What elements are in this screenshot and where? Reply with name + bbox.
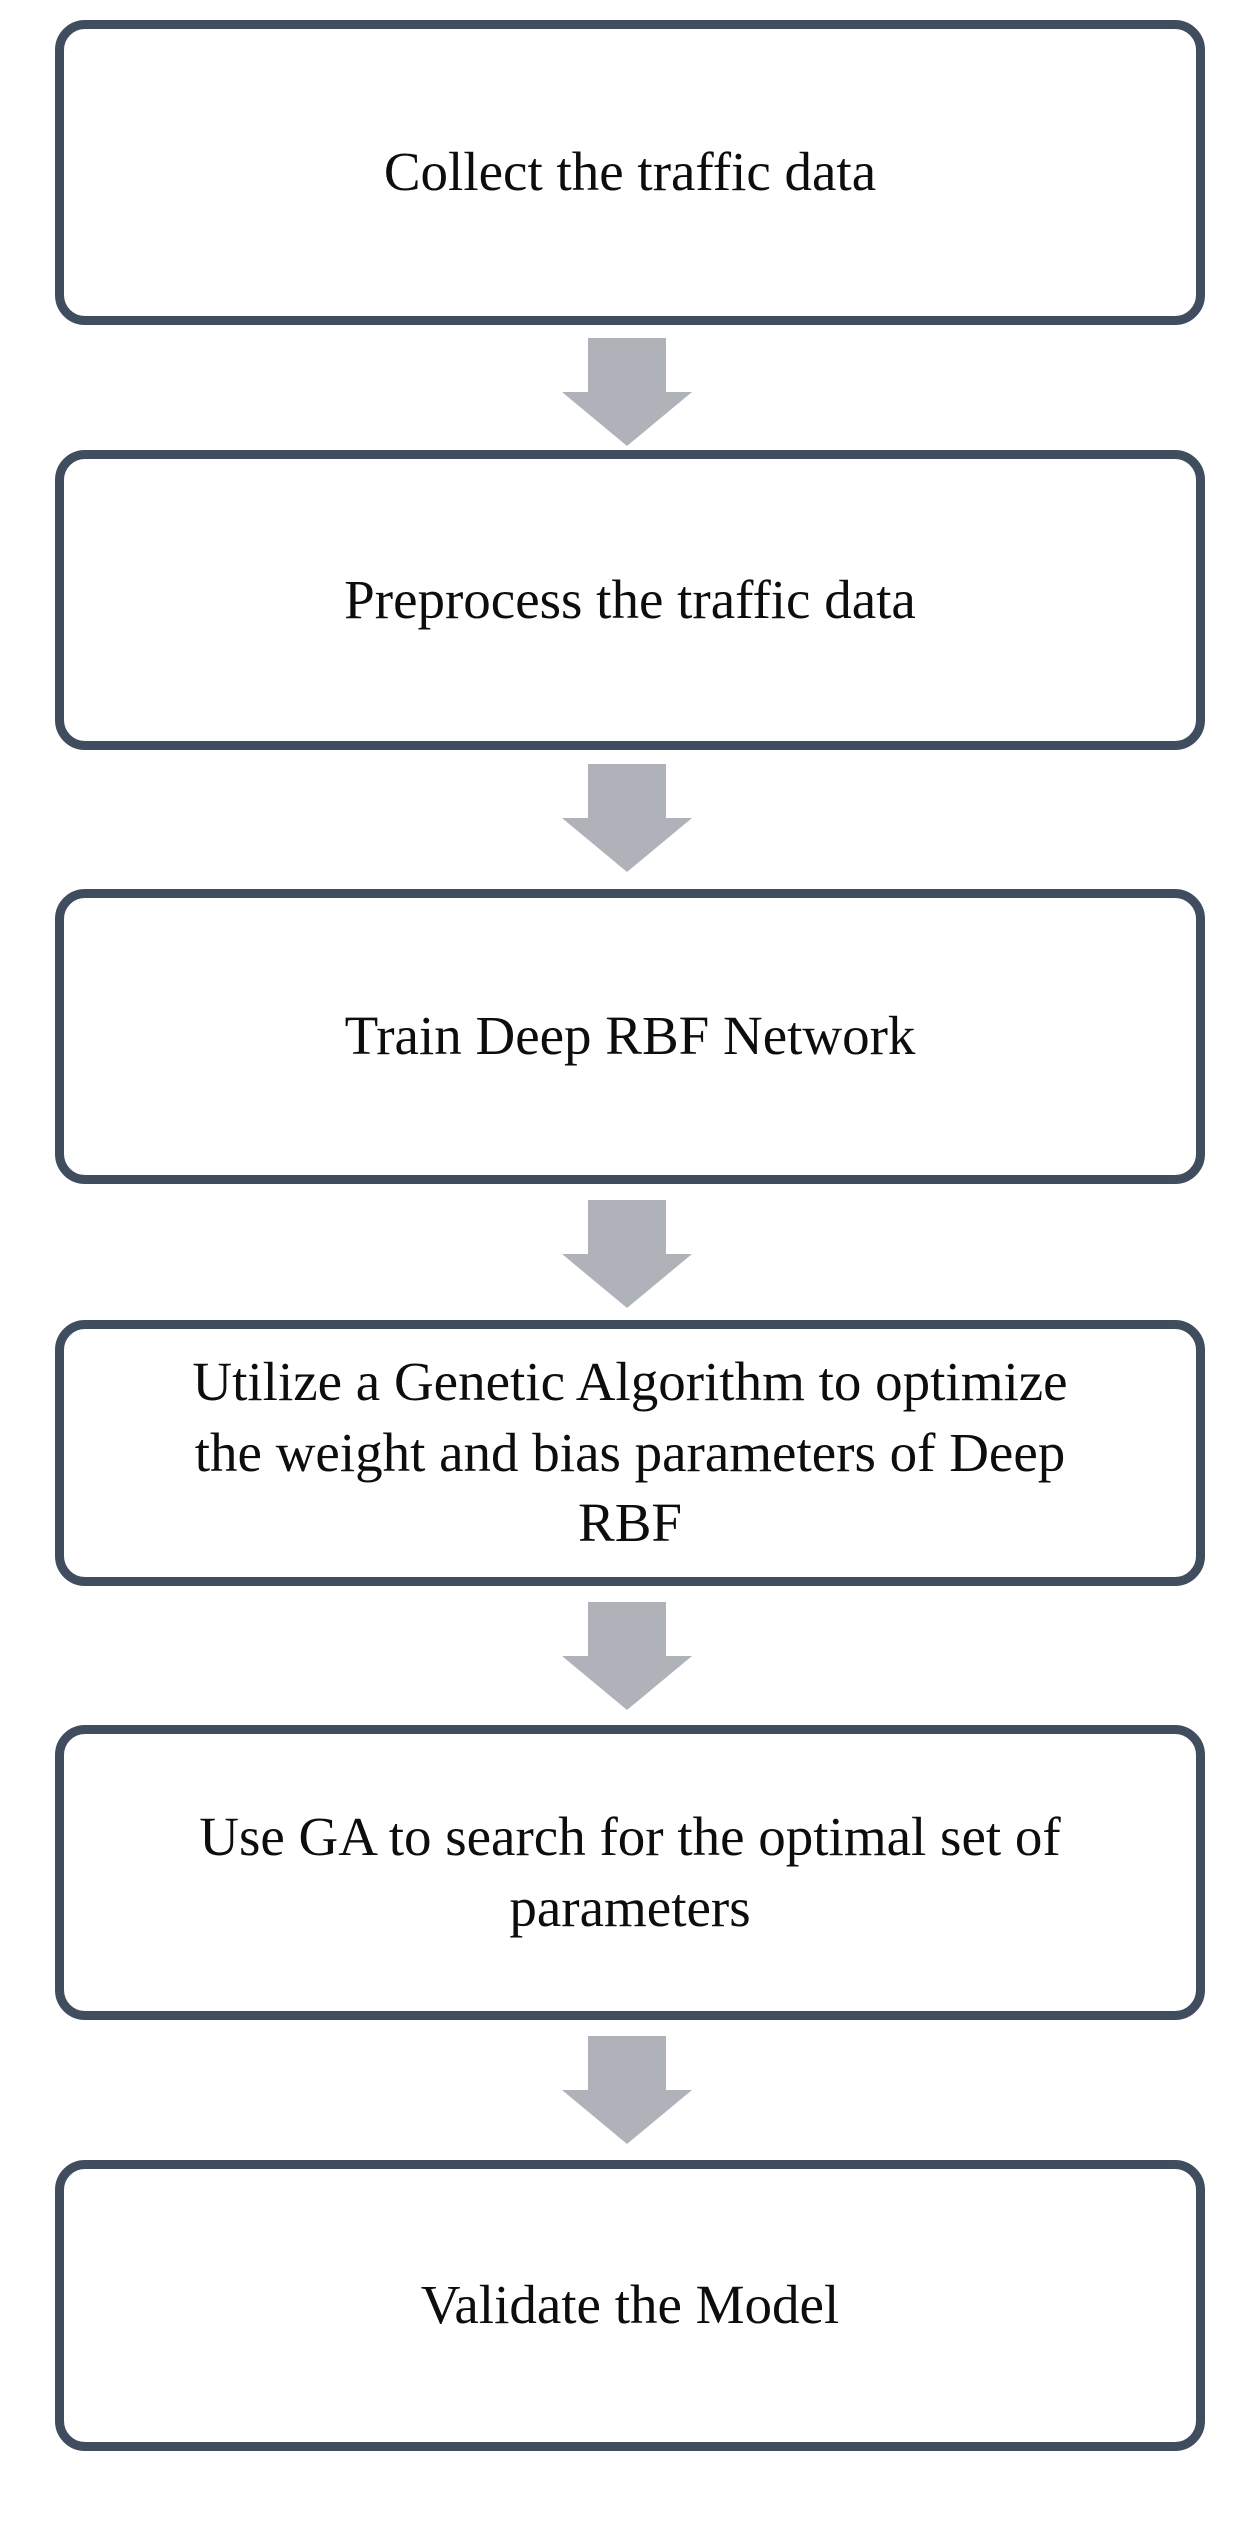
flow-step-ga-search: Use GA to search for the optimal set of … (55, 1725, 1205, 2020)
flow-step-ga-optimize: Utilize a Genetic Algorithm to optimize … (55, 1320, 1205, 1586)
down-arrow-icon (562, 338, 692, 446)
down-arrow-icon (562, 1200, 692, 1308)
down-arrow-icon (562, 764, 692, 872)
flow-step-collect-data: Collect the traffic data (55, 20, 1205, 325)
flow-step-validate-model: Validate the Model (55, 2160, 1205, 2451)
flow-step-label: Use GA to search for the optimal set of … (199, 1806, 1061, 1938)
down-arrow-icon (562, 2036, 692, 2144)
flow-step-label: Validate the Model (420, 2274, 840, 2336)
flow-step-train-network: Train Deep RBF Network (55, 889, 1205, 1184)
flow-step-label: Utilize a Genetic Algorithm to optimize … (192, 1351, 1068, 1554)
down-arrow-icon (562, 1602, 692, 1710)
flow-step-label: Collect the traffic data (383, 141, 877, 203)
flow-step-label: Preprocess the traffic data (344, 568, 916, 630)
flow-step-label: Train Deep RBF Network (344, 1005, 916, 1067)
flow-step-preprocess-data: Preprocess the traffic data (55, 450, 1205, 750)
